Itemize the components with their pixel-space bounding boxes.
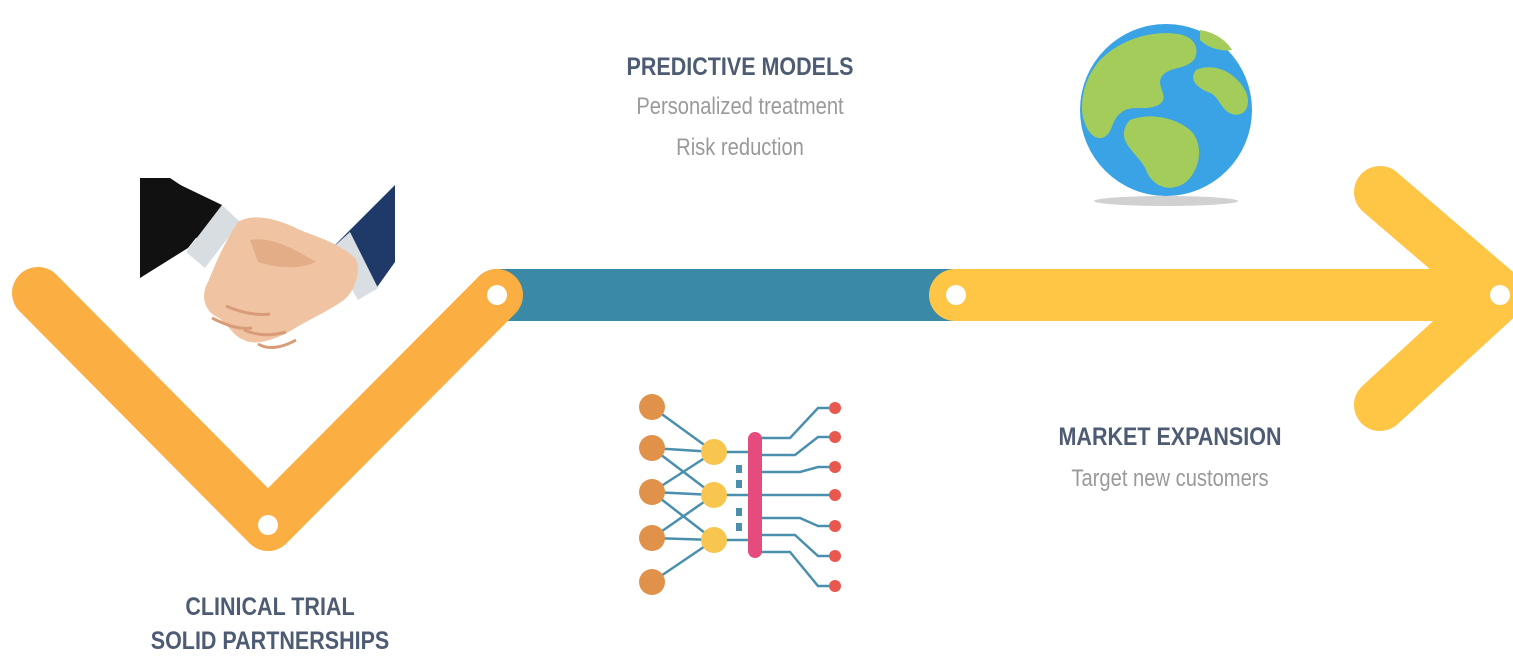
milestone-dot (487, 285, 507, 305)
neural-network-icon (651, 405, 835, 588)
milestone-dot (946, 285, 966, 305)
globe-icon (1080, 24, 1252, 206)
timeline-path (12, 166, 1513, 551)
milestone-dot (258, 515, 278, 535)
milestone-title: PREDICTIVE MODELS (626, 53, 854, 81)
milestone-detail: Personalized treatment (636, 93, 844, 120)
milestone-detail: Target new customers (1071, 465, 1269, 492)
milestone-title: MARKET EXPANSION (1058, 423, 1282, 451)
milestone-title: CLINICAL TRIAL (185, 593, 355, 621)
milestone-dot (1490, 285, 1510, 305)
milestone-detail: Risk reduction (676, 134, 804, 161)
handshake-icon (140, 178, 395, 349)
milestone-clinical-trial: CLINICAL TRIAL SOLID PARTNERSHIPS (70, 590, 470, 658)
milestone-title: SOLID PARTNERSHIPS (150, 627, 390, 655)
neural-network-nodes (639, 394, 841, 595)
milestone-market-expansion: MARKET EXPANSION Target new customers (970, 422, 1370, 495)
milestone-predictive-models: PREDICTIVE MODELS Personalized treatment… (520, 52, 960, 164)
